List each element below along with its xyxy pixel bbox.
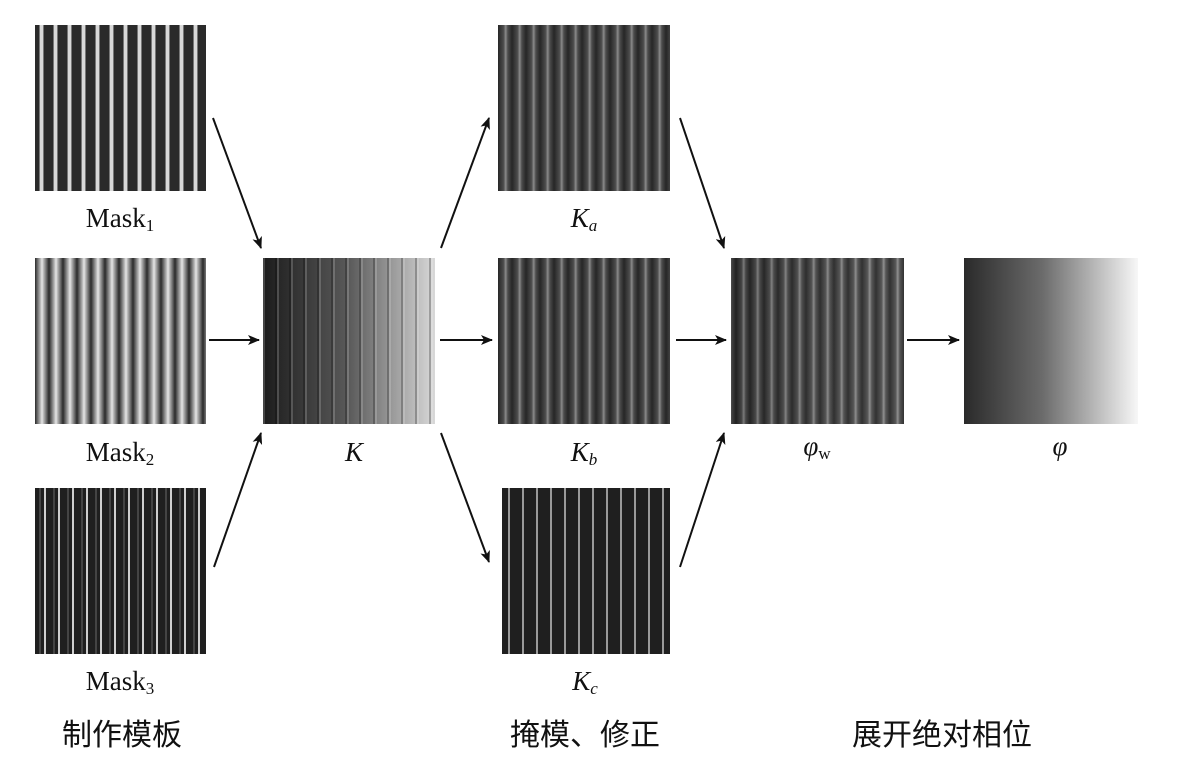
kb-label: Kb — [570, 437, 598, 469]
stage-title-template: 制作模板 — [62, 718, 182, 753]
phiw-label: φw — [803, 431, 831, 463]
arrow-k-to-kc — [440, 432, 490, 563]
k-label: K — [344, 437, 364, 467]
kb-image — [498, 258, 670, 424]
mask2-label: Mask2 — [85, 437, 155, 469]
k-image — [263, 258, 435, 424]
kc-label: Kc — [572, 666, 598, 698]
arrow-k-to-ka — [440, 117, 490, 249]
mask2-image — [35, 258, 206, 424]
mask1-image — [35, 25, 206, 191]
phiw-image — [731, 258, 904, 424]
arrow-mask3-to-k — [213, 432, 263, 568]
phi-image — [964, 258, 1138, 424]
kc-image — [502, 488, 670, 654]
stage-title-unwrap: 展开绝对相位 — [852, 718, 1032, 753]
phi-label: φ — [1052, 431, 1068, 461]
arrow-ka-to-phiw — [679, 117, 726, 249]
mask3-image — [35, 488, 206, 654]
stage-title-mask-correct: 掩模、修正 — [510, 718, 660, 753]
ka-image — [498, 25, 670, 191]
arrow-kc-to-phiw — [679, 432, 726, 568]
arrow-mask1-to-k — [212, 117, 262, 249]
mask1-label: Mask1 — [85, 203, 155, 235]
ka-label: Ka — [570, 203, 598, 235]
mask3-label: Mask3 — [85, 666, 155, 698]
